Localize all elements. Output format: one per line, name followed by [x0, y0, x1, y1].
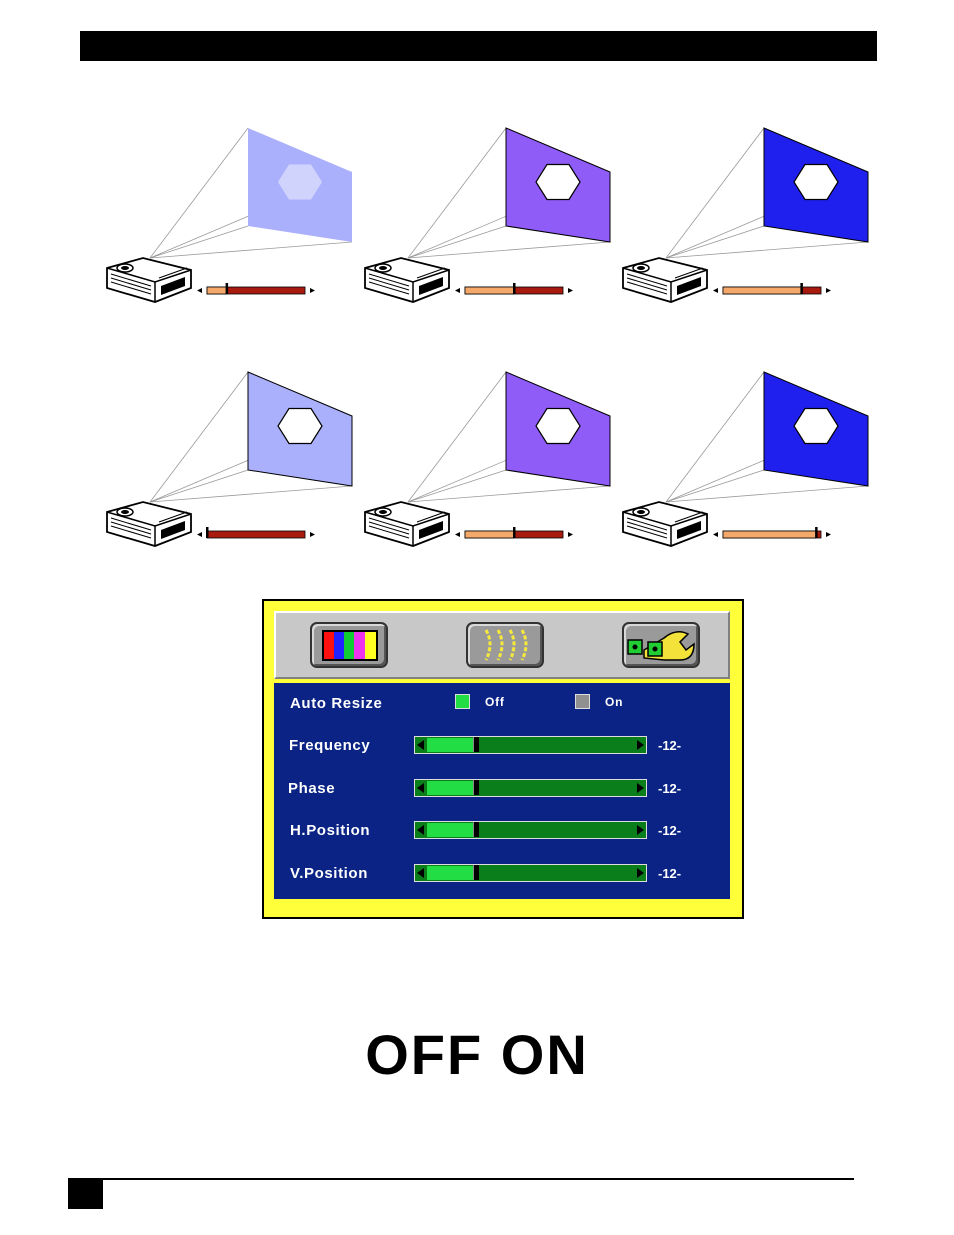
slider-track[interactable] [414, 736, 647, 754]
projector-scene [364, 127, 611, 303]
slider-thumb[interactable] [473, 780, 479, 795]
tab-image-settings[interactable] [466, 622, 544, 668]
waves-icon [484, 629, 528, 661]
slider-label: V.Position [290, 865, 368, 882]
projector-scene [106, 371, 353, 547]
slider-fill [427, 781, 475, 795]
level-bar-marker [513, 527, 516, 538]
slider-track[interactable] [414, 779, 647, 797]
projector-icon [622, 501, 708, 547]
slider-thumb[interactable] [473, 822, 479, 837]
wrench-tool-icon [627, 631, 695, 661]
hexagon-test-pattern [535, 163, 581, 201]
level-bar-marker [513, 283, 516, 294]
slider-left-arrow-icon[interactable] [417, 740, 424, 750]
level-bar-marker [225, 283, 229, 294]
projector-icon [106, 257, 192, 303]
auto-resize-off-checkbox[interactable] [455, 694, 470, 709]
level-bar-fill [722, 530, 817, 539]
projector-icon [364, 501, 450, 547]
projector-icon [364, 257, 450, 303]
level-bar [206, 530, 306, 539]
projector-scene [364, 371, 611, 547]
slider-value: -12- [658, 738, 682, 753]
auto-resize-on-label: On [605, 695, 624, 709]
level-bar-fill [464, 530, 515, 539]
footer-rule [68, 1178, 854, 1180]
slider-right-arrow-icon[interactable] [637, 825, 644, 835]
projector-icon [106, 501, 192, 547]
slider-label: Phase [288, 780, 336, 797]
projector-illustrations [106, 127, 869, 547]
osd-tab-bar [274, 611, 730, 679]
slider-left-arrow-icon[interactable] [417, 868, 424, 878]
tab-color-settings[interactable] [310, 622, 388, 668]
hexagon-test-pattern [278, 164, 322, 200]
page-number-box [68, 1180, 103, 1209]
slider-track[interactable] [414, 864, 647, 882]
slider-right-arrow-icon[interactable] [637, 868, 644, 878]
slider-thumb[interactable] [473, 737, 479, 752]
slider-value: -12- [658, 823, 682, 838]
level-bar-fill [464, 286, 515, 295]
slider-value: -12- [658, 781, 682, 796]
level-bar-marker [815, 527, 818, 538]
hexagon-test-pattern [793, 163, 839, 201]
slider-left-arrow-icon[interactable] [417, 783, 424, 793]
auto-resize-label: Auto Resize [290, 695, 383, 712]
projector-scene [622, 371, 869, 547]
level-bar-fill [206, 286, 228, 295]
hexagon-test-pattern [535, 407, 581, 445]
projector-scene [622, 127, 869, 303]
level-bar-marker [800, 283, 803, 294]
level-bar-marker [206, 527, 209, 538]
slider-right-arrow-icon[interactable] [637, 783, 644, 793]
slider-right-arrow-icon[interactable] [637, 740, 644, 750]
slider-fill [427, 823, 475, 837]
slider-fill [427, 866, 475, 880]
hexagon-test-pattern [793, 407, 839, 445]
slider-left-arrow-icon[interactable] [417, 825, 424, 835]
color-bars-icon [322, 630, 378, 661]
slider-track[interactable] [414, 821, 647, 839]
hexagon-test-pattern [277, 407, 323, 445]
header-bar [80, 31, 877, 61]
projector-icon [622, 257, 708, 303]
slider-fill [427, 738, 475, 752]
osd-settings-panel: Auto Resize Off On Frequency -12- Phase -12… [274, 683, 730, 899]
slider-value: -12- [658, 866, 682, 881]
slider-label: Frequency [289, 737, 371, 754]
projector-scene [106, 127, 353, 303]
slider-label: H.Position [290, 822, 371, 839]
level-bar-fill [722, 286, 802, 295]
auto-resize-off-label: Off [485, 695, 505, 709]
off-on-caption: OFF ON [365, 1023, 589, 1086]
tab-tools[interactable] [622, 622, 700, 668]
auto-resize-on-checkbox[interactable] [575, 694, 590, 709]
slider-thumb[interactable] [473, 865, 479, 880]
osd-menu: Auto Resize Off On Frequency -12- Phase -12… [262, 599, 744, 919]
